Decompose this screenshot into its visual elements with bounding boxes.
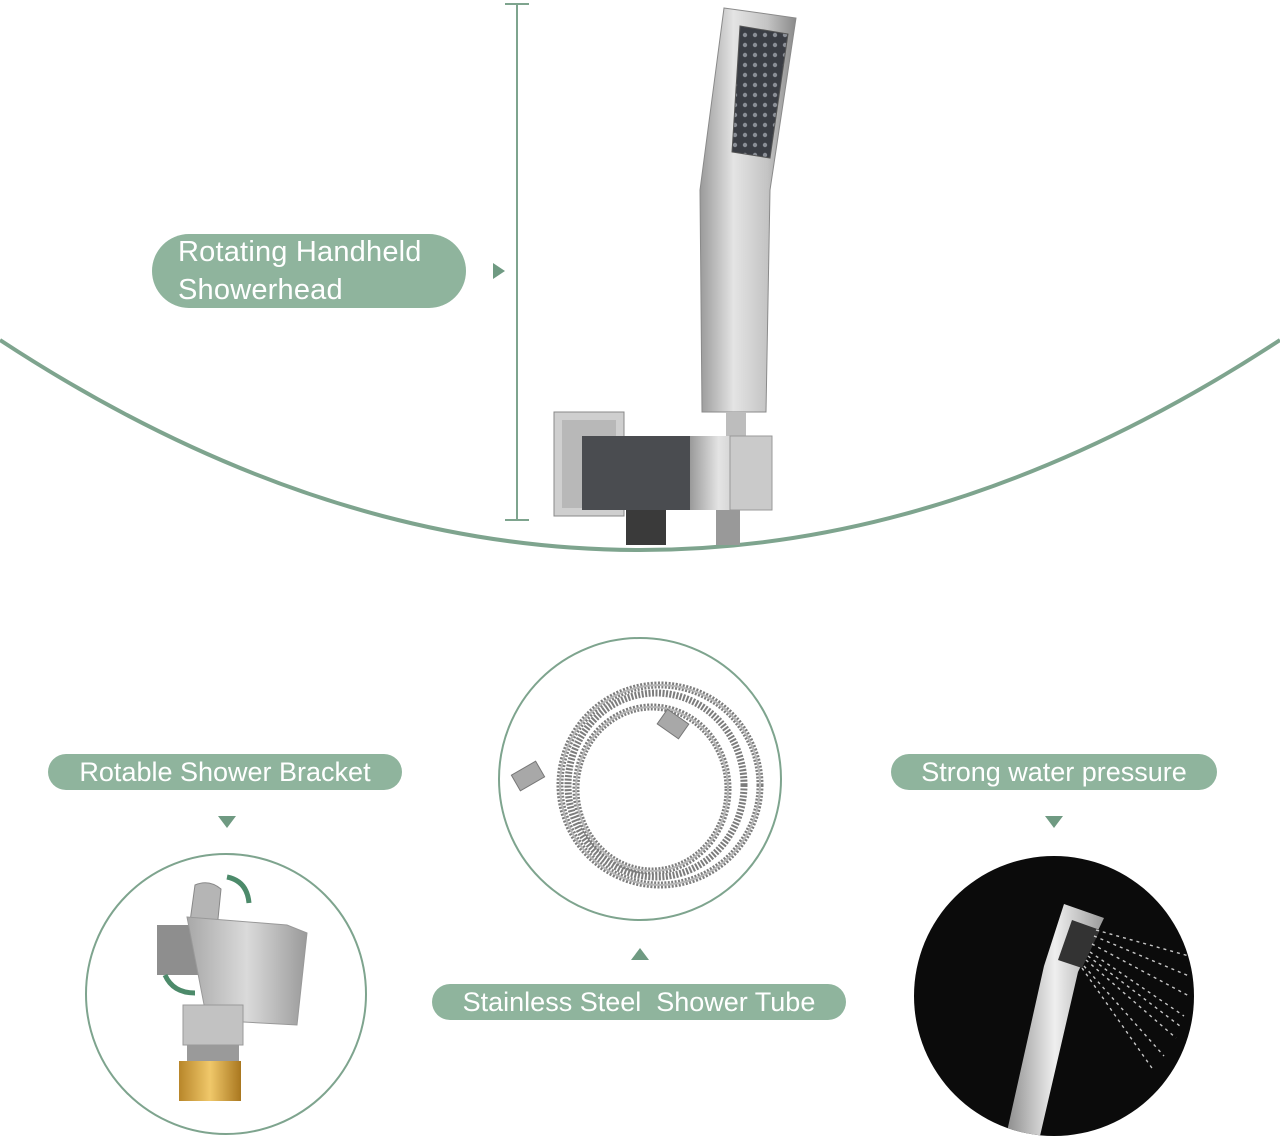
- shower-tube-image: [510, 681, 764, 889]
- label-stainless-steel-shower-tube-text: Stainless Steel Shower Tube: [462, 986, 816, 1017]
- label-strong-water-pressure: Strong water pressure: [891, 754, 1217, 790]
- label-strong-water-pressure-text: Strong water pressure: [921, 756, 1187, 787]
- label-rotating-handheld-showerhead: Rotating Handheld Showerhead: [152, 234, 466, 308]
- label-rotating-handheld-showerhead-text: Rotating Handheld Showerhead: [178, 236, 422, 306]
- label-stainless-steel-shower-tube: Stainless Steel Shower Tube: [432, 984, 846, 1020]
- tube-circle: [498, 637, 782, 921]
- water-spray-image: [1006, 904, 1190, 1136]
- label-rotable-shower-bracket: Rotable Shower Bracket: [48, 754, 402, 790]
- bracket-circle: [85, 853, 367, 1135]
- arrow-down-icon: [218, 816, 236, 828]
- arrow-down-icon: [1045, 816, 1063, 828]
- shower-bracket-image: [157, 874, 308, 1101]
- arrow-up-icon: [631, 948, 649, 960]
- label-rotable-shower-bracket-text: Rotable Shower Bracket: [79, 756, 371, 787]
- pressure-circle: [914, 856, 1194, 1136]
- handheld-showerhead-image: [553, 7, 797, 545]
- top-arc: [0, 3, 1280, 552]
- arrow-right-icon: [493, 263, 505, 279]
